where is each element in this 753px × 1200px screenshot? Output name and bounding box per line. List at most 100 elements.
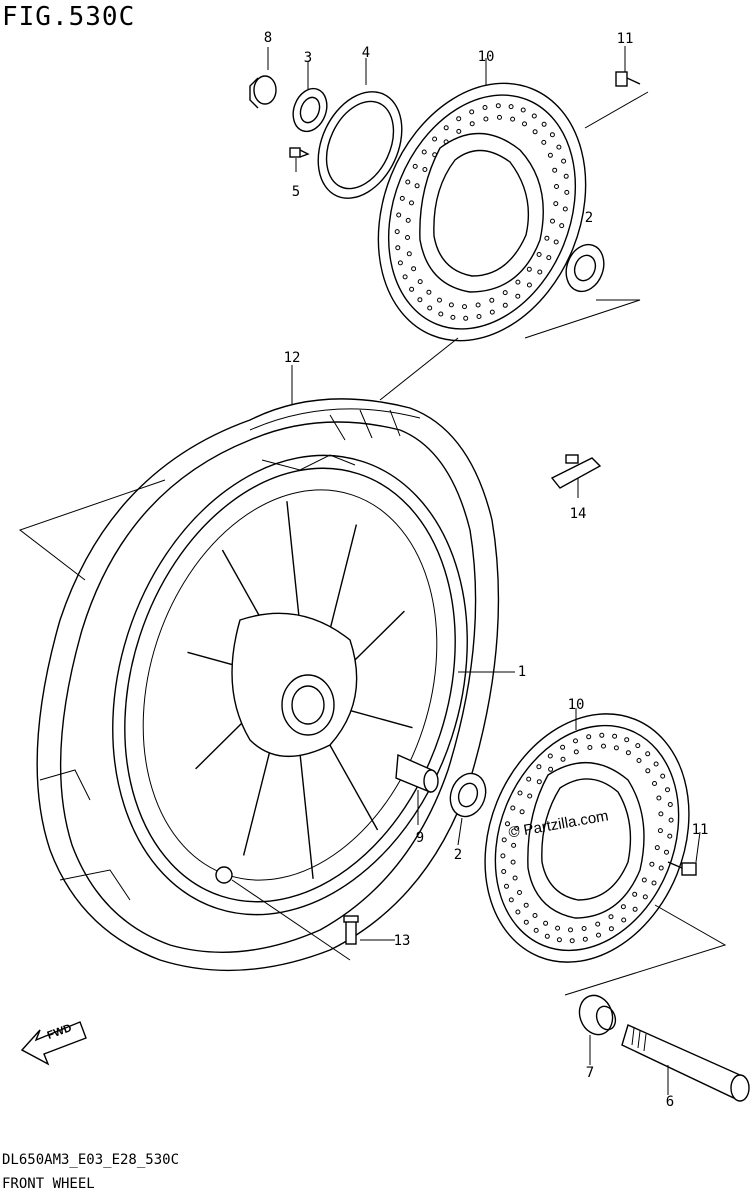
fwd-arrow-icon <box>20 1021 87 1066</box>
disc-hole <box>665 787 670 793</box>
abs-sensor-ring-4[interactable] <box>302 78 418 212</box>
disc-hole <box>635 743 641 749</box>
callout-6[interactable]: 6 <box>665 1094 675 1110</box>
disc-hole <box>550 218 555 224</box>
balancer-weight-14[interactable] <box>550 454 602 489</box>
disc-hole <box>536 779 542 785</box>
disc-hole <box>667 802 673 807</box>
callout-10-lower[interactable]: 10 <box>567 697 585 713</box>
disc-hole <box>512 875 518 881</box>
callout-9[interactable]: 9 <box>415 830 425 846</box>
callout-14[interactable]: 14 <box>569 506 587 522</box>
disc-hole <box>526 266 532 272</box>
disc-hole <box>469 109 475 115</box>
disc-hole <box>636 758 642 763</box>
disc-hole <box>502 290 508 296</box>
disc-hole <box>412 163 418 169</box>
disc-hole <box>651 880 657 886</box>
section-name: FRONT WHEEL <box>2 1176 95 1192</box>
disc-hole <box>544 933 550 939</box>
disc-hole <box>426 289 432 295</box>
callout-5[interactable]: 5 <box>291 184 301 200</box>
disc-hole <box>397 260 403 266</box>
spacer-9[interactable] <box>395 753 439 794</box>
disc-hole <box>656 795 662 801</box>
callout-2-upper[interactable]: 2 <box>584 210 594 226</box>
axle-6[interactable] <box>621 1024 750 1102</box>
disc-hole <box>414 183 420 189</box>
callout-3[interactable]: 3 <box>303 50 313 66</box>
disc-hole <box>654 845 660 851</box>
disc-hole <box>559 223 565 229</box>
disc-hole <box>612 733 618 739</box>
disc-hole <box>417 279 423 285</box>
disc-hole <box>531 113 537 119</box>
disc-hole <box>495 103 501 109</box>
disc-hole <box>482 105 488 110</box>
disc-hole <box>517 890 522 895</box>
disc-hole <box>462 304 467 310</box>
bolt-5[interactable] <box>289 147 310 158</box>
disc-hole <box>553 239 559 245</box>
disc-hole <box>544 235 550 241</box>
disc-hole <box>660 773 666 779</box>
wheel-rim[interactable] <box>56 409 525 961</box>
disc-hole <box>476 314 482 319</box>
callout-2-lower[interactable]: 2 <box>453 847 463 863</box>
disc-hole <box>438 311 444 317</box>
disc-hole <box>511 842 517 848</box>
disc-hole <box>475 302 481 308</box>
callout-13[interactable]: 13 <box>393 933 411 949</box>
callout-1[interactable]: 1 <box>517 664 527 680</box>
bearing-2-upper[interactable] <box>560 239 610 296</box>
disc-hole <box>599 732 605 738</box>
disc-hole <box>541 139 547 145</box>
brake-disc-upper[interactable] <box>341 52 622 372</box>
bolt-11-lower[interactable] <box>667 861 697 876</box>
bolt-11-upper[interactable] <box>615 71 641 87</box>
valve-13[interactable] <box>343 915 359 945</box>
oil-seal-3[interactable] <box>287 84 332 136</box>
front-tire[interactable] <box>36 398 500 972</box>
disc-hole <box>437 297 442 303</box>
disc-hole <box>532 913 538 918</box>
disc-hole <box>519 809 525 815</box>
disc-hole <box>668 817 674 823</box>
disc-hole <box>657 828 663 834</box>
disc-hole <box>541 121 547 127</box>
callout-8[interactable]: 8 <box>263 30 273 46</box>
disc-hole <box>560 744 566 750</box>
disc-hole <box>632 906 638 912</box>
disc-hole <box>532 129 538 135</box>
disc-hole <box>555 925 561 931</box>
disc-hole <box>515 909 521 915</box>
callout-12[interactable]: 12 <box>283 350 301 366</box>
disc-hole <box>448 302 454 308</box>
disc-hole <box>443 139 449 145</box>
disc-hole <box>553 201 559 207</box>
collar-7[interactable] <box>574 991 618 1040</box>
callout-11-lower[interactable]: 11 <box>691 822 709 838</box>
disc-hole <box>641 877 647 883</box>
disc-hole <box>526 776 532 782</box>
disc-hole <box>520 107 526 113</box>
callout-7[interactable]: 7 <box>585 1065 595 1081</box>
brake-disc-lower[interactable] <box>449 683 725 993</box>
disc-hole <box>608 926 614 932</box>
disc-hole <box>510 805 516 811</box>
spacer-8[interactable] <box>249 75 277 109</box>
disc-hole <box>432 136 438 142</box>
disc-hole <box>653 761 659 767</box>
disc-hole <box>537 269 543 275</box>
disc-hole <box>527 793 533 799</box>
disc-hole <box>556 144 562 150</box>
disc-hole <box>582 936 588 942</box>
disc-hole <box>517 790 523 796</box>
disc-hole <box>510 859 516 865</box>
callout-11-upper[interactable]: 11 <box>616 31 634 47</box>
disc-hole <box>514 825 520 831</box>
callout-4[interactable]: 4 <box>361 45 371 61</box>
disc-hole <box>443 125 449 131</box>
bearing-2-lower[interactable] <box>445 769 492 822</box>
callout-10-upper[interactable]: 10 <box>477 49 495 65</box>
